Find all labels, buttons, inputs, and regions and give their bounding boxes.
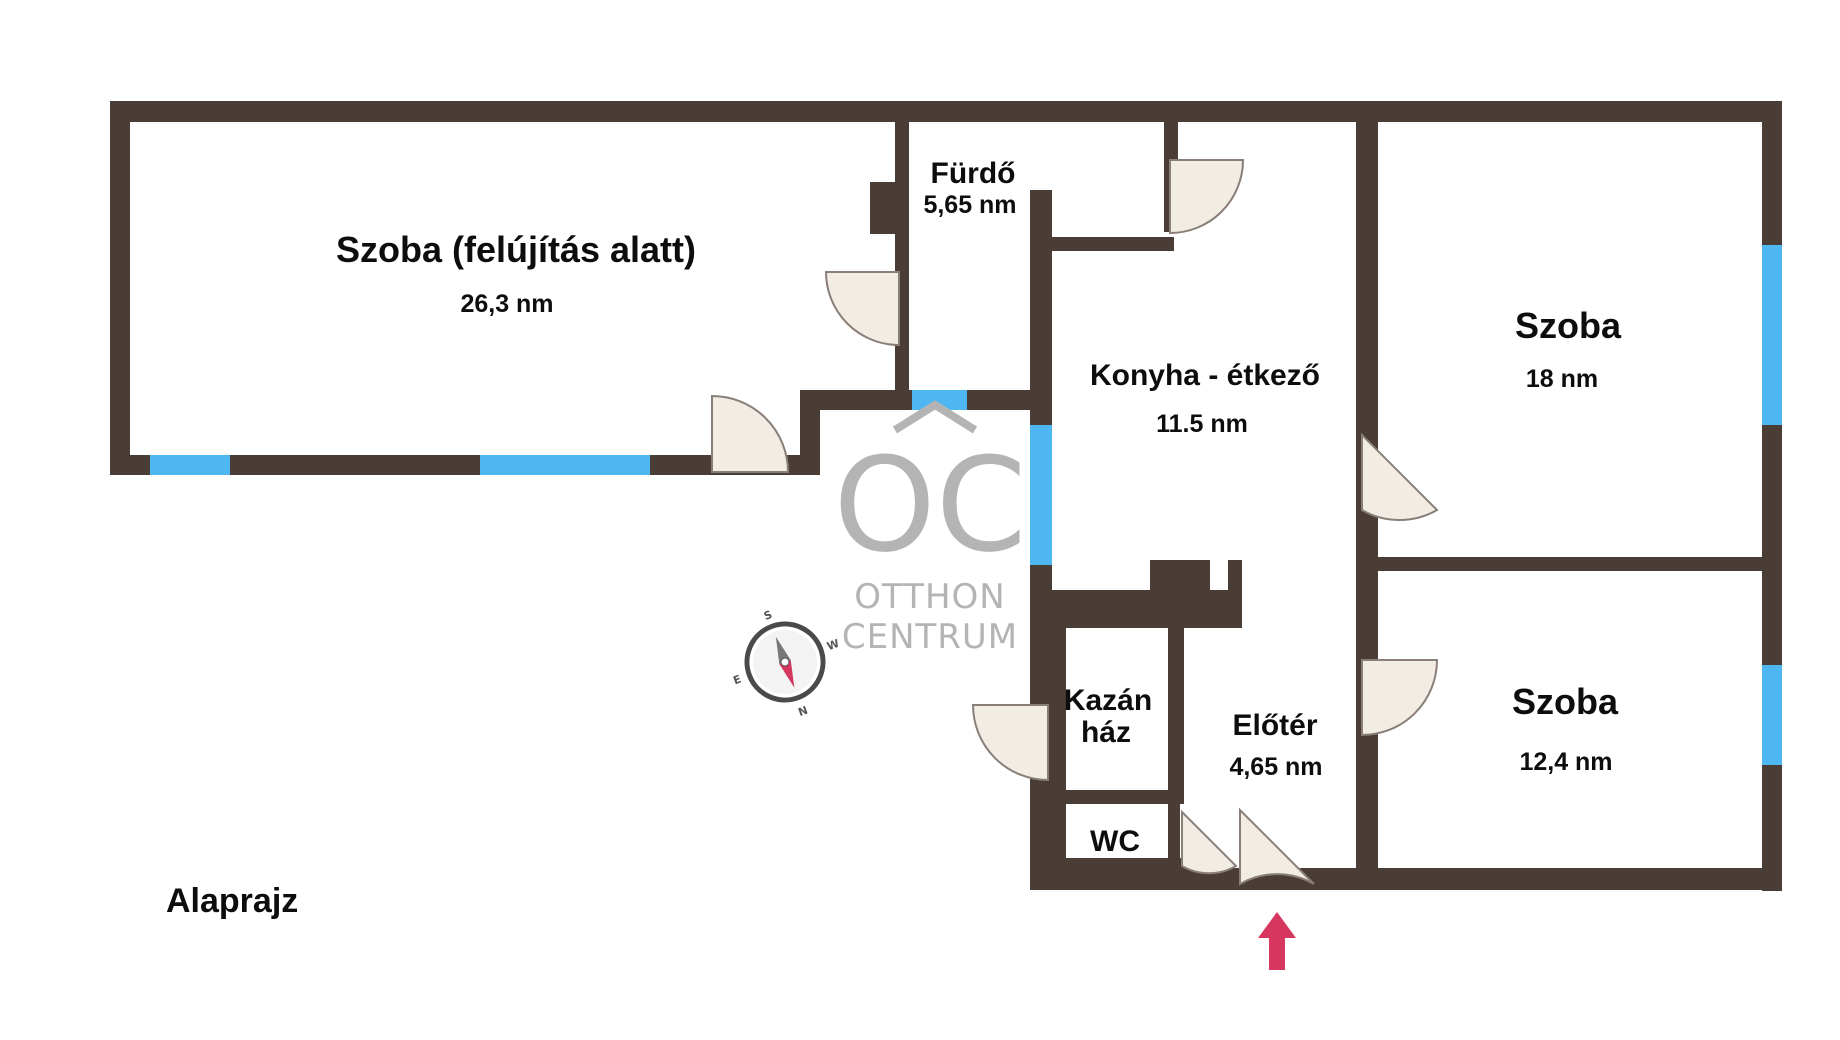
compass-icon: S N W E: [731, 608, 841, 719]
doors: [711, 159, 1439, 886]
room-area-12: 12,4 nm: [1519, 748, 1612, 776]
room-area-hall: 4,65 nm: [1229, 753, 1322, 781]
plan-title: Alaprajz: [166, 882, 298, 920]
door-wc: [1181, 809, 1238, 875]
roof-icon: [892, 400, 978, 434]
watermark-line2: CENTRUM: [842, 617, 1018, 657]
watermark-line1: OTTHON: [854, 577, 1005, 617]
compass-e: E: [731, 673, 743, 688]
compass-n: N: [796, 704, 809, 719]
room-name-kazan-2: ház: [1081, 716, 1131, 749]
door-left-room-bath: [824, 271, 900, 347]
room-name-wc: WC: [1090, 825, 1140, 858]
room-name-12: Szoba: [1512, 681, 1619, 722]
door-kazan: [971, 704, 1049, 782]
door-entrance: [1239, 807, 1315, 886]
room-area-18: 18 nm: [1526, 365, 1598, 393]
room-labels: Szoba (felújítás alatt) 26,3 nm Fürdő 5,…: [336, 157, 1622, 858]
room-name-kitchen: Konyha - étkező: [1090, 359, 1320, 392]
door-left-room-exit: [711, 394, 790, 473]
room-area-bath: 5,65 nm: [923, 191, 1016, 219]
compass-s: S: [762, 608, 774, 623]
watermark-monogram: OC: [833, 429, 1026, 581]
door-bath-top: [1169, 159, 1245, 235]
windows: [150, 245, 1782, 765]
room-name-kazan-1: Kazán: [1064, 684, 1152, 717]
room-name-large: Szoba (felújítás alatt): [336, 229, 696, 270]
room-name-bath: Fürdő: [931, 157, 1016, 190]
room-name-hall: Előtér: [1232, 709, 1317, 742]
compass-w: W: [825, 637, 841, 653]
watermark-logo: OC OTTHON CENTRUM: [833, 400, 1027, 657]
door-room-18: [1361, 432, 1439, 521]
entrance-arrow-icon: [1258, 912, 1296, 970]
room-area-large: 26,3 nm: [460, 290, 553, 318]
room-name-18: Szoba: [1515, 305, 1622, 346]
room-area-kitchen: 11.5 nm: [1156, 410, 1248, 438]
door-room-12: [1361, 659, 1439, 737]
